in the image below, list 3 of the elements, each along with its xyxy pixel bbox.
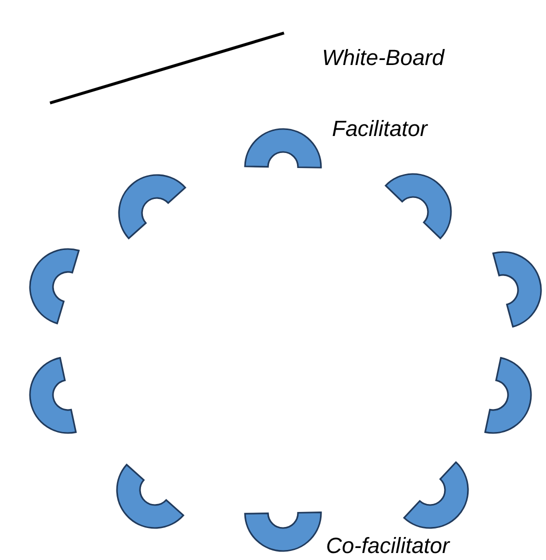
seat-role-label: Co-facilitator xyxy=(326,534,450,558)
seat-role-label: Facilitator xyxy=(332,117,428,142)
whiteboard-label: White-Board xyxy=(322,46,444,70)
